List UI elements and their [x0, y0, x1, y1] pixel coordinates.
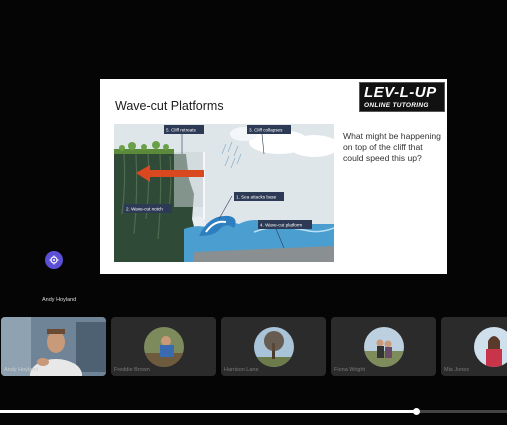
- level-up-logo: LEV-L-UP ONLINE TUTORING: [359, 82, 445, 112]
- slide-question: What might be happening on top of the cl…: [343, 131, 441, 163]
- wave-cut-diagram: 5. Cliff retreats 3. Cliff collapses 1. …: [114, 124, 334, 262]
- presentation-slide: Wave-cut Platforms LEV-L-UP ONLINE TUTOR…: [100, 79, 447, 274]
- participant-tile-fiona[interactable]: Fiona Wright: [331, 317, 436, 376]
- logo-sub-text: ONLINE TUTORING: [364, 102, 429, 109]
- slide-title: Wave-cut Platforms: [115, 99, 224, 113]
- effects-button[interactable]: [45, 251, 63, 269]
- avatar: [254, 327, 294, 367]
- label-wave-cut-platform: 4. Wave-cut platform: [260, 223, 302, 228]
- presenter-name: Andy Hoyland: [42, 297, 77, 303]
- avatar: [364, 327, 404, 367]
- participant-tile-freddie[interactable]: Freddie Brown: [111, 317, 216, 376]
- progress-handle[interactable]: [412, 408, 420, 415]
- participant-tile-harrison[interactable]: Harrison Lane: [221, 317, 326, 376]
- label-sea-attacks-base: 1. Sea attacks base: [236, 195, 277, 200]
- logo-main-text: LEV-L-UP: [364, 84, 437, 101]
- progress-fill: [0, 410, 416, 413]
- participant-name: Fiona Wright: [334, 367, 366, 373]
- label-cliff-retreats: 5. Cliff retreats: [166, 128, 196, 133]
- playback-progress-bar[interactable]: [0, 408, 507, 415]
- participant-tile-mia[interactable]: Mia Jones: [441, 317, 507, 376]
- participant-name: Harrison Lane: [224, 367, 259, 373]
- participant-name: Andy Hoyland: [4, 367, 39, 373]
- avatar: [474, 327, 507, 367]
- presenter-video: [1, 317, 106, 376]
- label-wave-cut-notch: 2. Wave-cut notch: [126, 207, 163, 212]
- gear-icon: [49, 255, 59, 265]
- participant-name: Freddie Brown: [114, 367, 150, 373]
- diagram-labels: 5. Cliff retreats 3. Cliff collapses 1. …: [124, 125, 312, 249]
- label-cliff-collapses: 3. Cliff collapses: [249, 128, 283, 133]
- avatar: [144, 327, 184, 367]
- participant-tile-andy[interactable]: Andy Hoyland: [1, 317, 106, 376]
- participant-name: Mia Jones: [444, 367, 470, 373]
